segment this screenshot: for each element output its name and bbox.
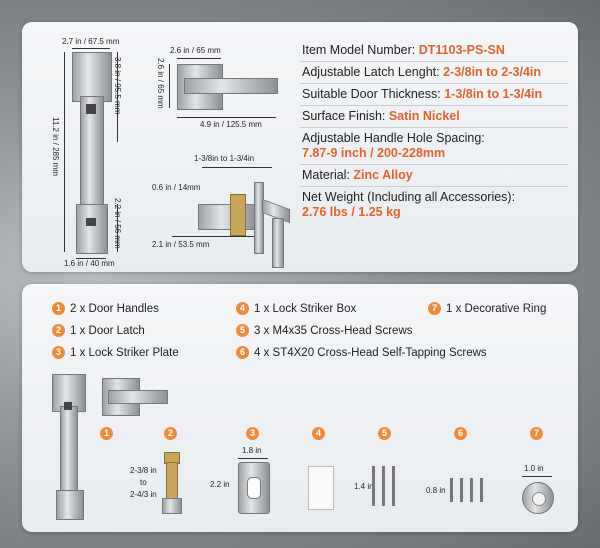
dim-plate-height: 2.2 in <box>210 480 230 489</box>
spec-spacing: Adjustable Handle Hole Spacing:7.87-9 in… <box>300 128 568 165</box>
dim-width-top: 2.7 in / 67.5 mm <box>62 37 120 46</box>
dim-ring: 1.0 in <box>524 464 544 473</box>
dimensions-panel: 2.7 in / 67.5 mm 3.8 in / 95.5 mm 11.2 i… <box>22 22 578 272</box>
part-badge-4: 4 <box>312 427 325 440</box>
dim-backset-depth: 0.6 in / 14mm <box>152 183 201 192</box>
dim-latch-a: 2-3/8 in <box>130 466 157 475</box>
spec-latch: Adjustable Latch Lenght: 2-3/8in to 2-3/… <box>300 62 568 84</box>
spec-weight: Net Weight (Including all Accessories):2… <box>302 190 516 219</box>
part-badge-7: 7 <box>530 427 543 440</box>
dim-latch-c: 2-4/3 in <box>130 490 157 499</box>
dim-rosette-width: 2.6 in / 65 mm <box>170 46 221 55</box>
dim-backset: 2.1 in / 53.5 mm <box>152 240 210 249</box>
dim-door-thickness: 1-3/8in to 1-3/4in <box>194 154 255 163</box>
spec-model: Item Model Number: DT1103-PS-SN <box>300 40 568 62</box>
part-badge-1: 1 <box>100 427 113 440</box>
dim-escutcheon-height: 3.8 in / 95.5 mm <box>113 57 122 115</box>
dim-rosette-height: 2.6 in / 65 mm <box>156 58 165 109</box>
spec-list: Item Model Number: DT1103-PS-SN Adjustab… <box>300 40 568 223</box>
part-badge-5: 5 <box>378 427 391 440</box>
part-badge-6: 6 <box>454 427 467 440</box>
spec-finish: Surface Finish: Satin Nickel <box>300 106 568 128</box>
dim-screw-long: 1.4 in <box>354 482 374 491</box>
dim-latch-b: to <box>140 478 147 487</box>
spec-door-thickness: Suitable Door Thickness: 1-3/8in to 1-3/… <box>300 84 568 106</box>
dim-plate-width: 1.8 in <box>242 446 262 455</box>
part-badge-3: 3 <box>246 427 259 440</box>
dim-total-height: 11.2 in / 285 mm <box>51 117 60 176</box>
dim-lever-length: 4.9 in / 125.5 mm <box>200 120 262 129</box>
spec-material: Material: Zinc Alloy <box>300 165 568 187</box>
part-striker-plate-image <box>238 462 270 514</box>
dim-bottom-width: 1.6 in / 40 mm <box>64 259 115 268</box>
part-striker-box-image <box>308 466 334 510</box>
part-ring-image <box>522 482 554 514</box>
part-badge-2: 2 <box>164 427 177 440</box>
dim-screw-short: 0.8 in <box>426 486 446 495</box>
dim-bottom-height: 2.2 in / 56 mm <box>113 198 122 249</box>
